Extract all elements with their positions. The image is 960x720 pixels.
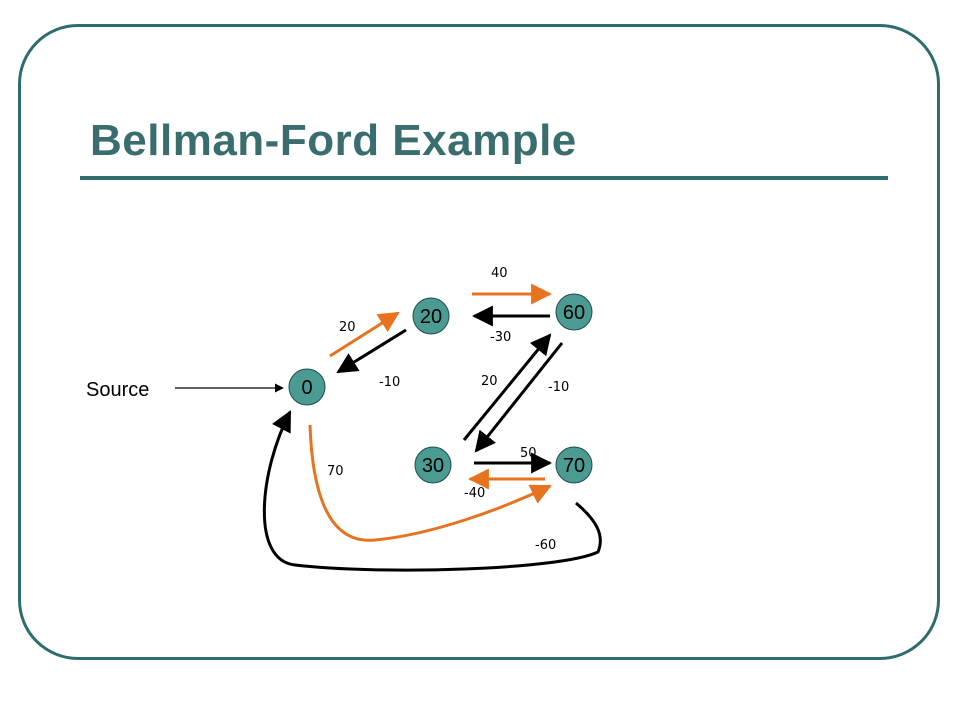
slide-title: Bellman-Ford Example xyxy=(90,116,577,165)
node-label: 0 xyxy=(301,377,312,399)
edge-weight-c-d: 50 xyxy=(520,446,537,461)
node-label: 30 xyxy=(422,455,444,477)
slide-frame xyxy=(18,24,940,660)
edge-weight-s-d: 70 xyxy=(327,464,344,479)
edge-d-s xyxy=(262,410,602,572)
edge-weight-b-a: -30 xyxy=(490,330,511,345)
node-label: 70 xyxy=(563,455,585,477)
edge-weight-a-b: 40 xyxy=(491,266,508,281)
node-b: 60 xyxy=(555,293,593,331)
edge-b-c xyxy=(474,342,564,453)
node-label: 60 xyxy=(563,302,585,324)
source-label: Source xyxy=(86,379,149,401)
edge-weight-b-c: -10 xyxy=(548,380,569,395)
title-underline xyxy=(80,176,888,180)
edge-weight-a-s: -10 xyxy=(379,375,400,390)
node-label: 20 xyxy=(420,306,442,328)
edge-weight-c-b: 20 xyxy=(481,374,498,389)
node-d: 70 xyxy=(555,446,593,484)
edge-a-s xyxy=(336,328,407,374)
edge-s-d xyxy=(308,424,552,542)
node-c: 30 xyxy=(414,446,452,484)
edge-weight-s-a: 20 xyxy=(339,320,356,335)
edge-weight-d-c: -40 xyxy=(464,486,485,501)
edge-s-a xyxy=(329,311,400,358)
node-source: 0 xyxy=(288,368,326,406)
edge-c-b xyxy=(462,333,552,441)
edge-weight-d-s: -60 xyxy=(535,538,556,553)
node-a: 20 xyxy=(412,297,450,335)
